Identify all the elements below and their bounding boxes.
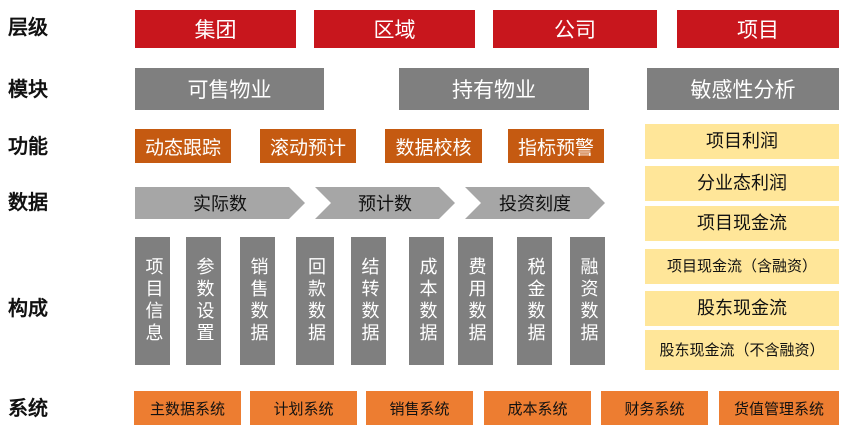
system-cost: 成本系统 — [484, 391, 591, 425]
module-saleable-property: 可售物业 — [135, 68, 324, 110]
component-sales-data: 销售数据 — [240, 237, 275, 365]
component-project-info: 项目信息 — [135, 237, 170, 365]
function-data-verification: 数据校核 — [385, 129, 482, 163]
sensitivity-shareholder-cashflow: 股东现金流 — [645, 291, 839, 326]
sensitivity-project-cashflow-with-financing: 项目现金流（含融资） — [645, 249, 839, 284]
level-group: 集团 — [135, 10, 296, 48]
sensitivity-format-profit: 分业态利润 — [645, 166, 839, 201]
row-label-module: 模块 — [8, 77, 48, 101]
row-label-composition: 构成 — [8, 296, 48, 320]
module-held-property: 持有物业 — [399, 68, 589, 110]
component-financing-data: 融资数据 — [570, 237, 605, 365]
sensitivity-project-profit: 项目利润 — [645, 124, 839, 159]
level-region: 区域 — [314, 10, 475, 48]
function-dynamic-tracking: 动态跟踪 — [135, 129, 231, 163]
system-sales: 销售系统 — [366, 391, 473, 425]
module-sensitivity-analysis: 敏感性分析 — [647, 68, 839, 110]
system-value-management: 货值管理系统 — [719, 391, 839, 425]
function-rolling-forecast: 滚动预计 — [260, 129, 356, 163]
level-project: 项目 — [677, 10, 839, 48]
component-collection-data: 回款数据 — [296, 237, 334, 365]
row-label-level: 层级 — [8, 15, 48, 39]
system-master-data: 主数据系统 — [134, 391, 241, 425]
component-expense-data: 费用数据 — [458, 237, 493, 365]
component-tax-data: 税金数据 — [517, 237, 552, 365]
function-indicator-warning: 指标预警 — [508, 129, 604, 163]
component-carryover-data: 结转数据 — [351, 237, 386, 365]
system-finance: 财务系统 — [601, 391, 708, 425]
data-flow-forecast: 预计数 — [315, 187, 455, 219]
component-parameter-settings: 参数设置 — [186, 237, 221, 365]
system-planning: 计划系统 — [250, 391, 357, 425]
sensitivity-shareholder-cashflow-excl-financing: 股东现金流（不含融资） — [645, 330, 839, 370]
row-label-system: 系统 — [8, 396, 48, 420]
data-flow-investment-scale: 投资刻度 — [465, 187, 605, 219]
level-company: 公司 — [493, 10, 657, 48]
row-label-data: 数据 — [8, 190, 48, 214]
sensitivity-project-cashflow: 项目现金流 — [645, 206, 839, 241]
row-label-function: 功能 — [8, 134, 48, 158]
data-flow-actual: 实际数 — [135, 187, 305, 219]
component-cost-data: 成本数据 — [409, 237, 444, 365]
